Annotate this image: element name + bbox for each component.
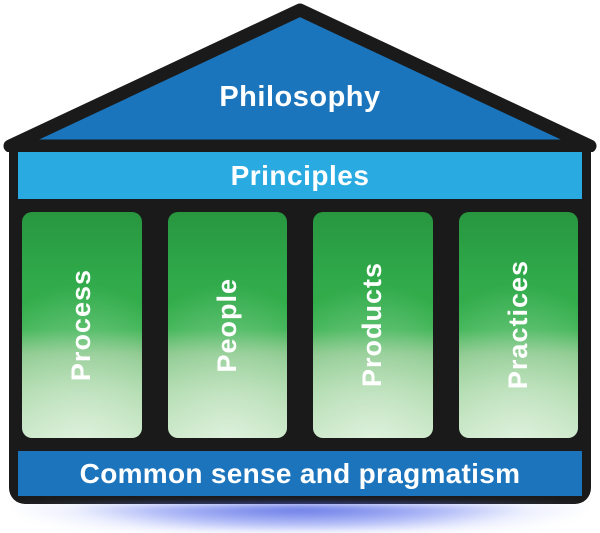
pillar-practices-label: Practices [502, 260, 533, 390]
pillar-products-label: Products [357, 262, 388, 388]
principles-label: Principles [230, 159, 370, 191]
pillars-row: Process People Products Practices [18, 199, 582, 451]
pillar-people: People [167, 212, 287, 438]
bottom-shadow [14, 504, 586, 531]
pillar-practices: Practices [458, 212, 578, 438]
pillar-process-label: Process [66, 268, 97, 382]
pillar-products: Products [313, 212, 433, 438]
roof-label: Philosophy [219, 81, 380, 113]
building-frame: Principles Process People Products Pract… [9, 152, 591, 504]
pillar-people-label: People [211, 277, 242, 373]
roof-shape [3, 3, 597, 152]
foundation-label: Common sense and pragmatism [79, 457, 521, 489]
principles-band: Principles [18, 152, 582, 199]
foundation-band: Common sense and pragmatism [18, 451, 582, 496]
pillar-process: Process [22, 212, 142, 438]
roof: Philosophy [3, 3, 597, 152]
